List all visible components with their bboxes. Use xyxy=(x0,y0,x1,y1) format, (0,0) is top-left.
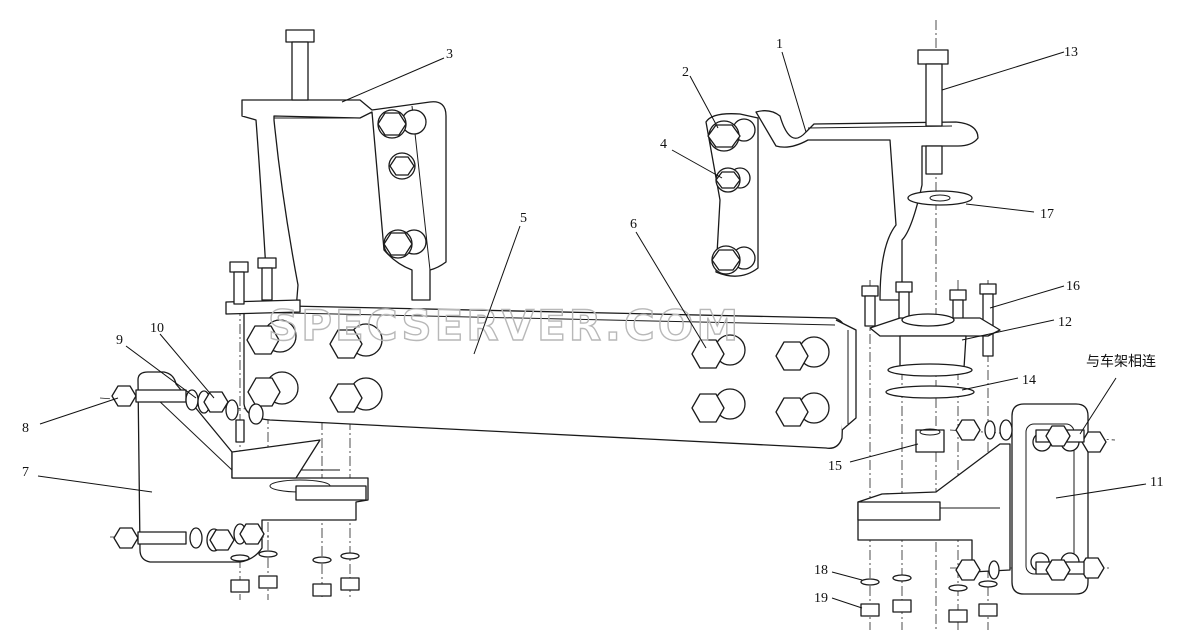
callout-10: 10 xyxy=(150,321,164,336)
right-side-bolts xyxy=(955,419,1107,581)
callout-7: 7 xyxy=(22,465,29,480)
leader-lines xyxy=(37,51,1147,609)
callout-5: 5 xyxy=(520,211,527,226)
callout-3: 3 xyxy=(446,47,453,62)
callout-1: 1 xyxy=(776,37,783,52)
callout-18: 18 xyxy=(814,563,828,578)
callout-8: 8 xyxy=(22,421,29,436)
rubber-mount-12 xyxy=(869,313,1001,377)
right-bottom-nuts xyxy=(860,574,998,623)
left-side-bolts-8-9-10 xyxy=(111,385,264,443)
link-plate-2-4 xyxy=(705,113,759,277)
beam-bolts-right xyxy=(691,334,830,427)
bolt-13 xyxy=(917,49,949,175)
callout-13: 13 xyxy=(1064,45,1078,60)
left-bottom-bolts xyxy=(113,523,265,552)
part-7-left-lower-bracket xyxy=(137,371,369,563)
callout-19: 19 xyxy=(814,591,828,606)
callout-4: 4 xyxy=(660,137,667,152)
beam-bolts-left xyxy=(246,319,383,413)
bolts-part-3 xyxy=(377,109,427,259)
callout-labels: 1 2 3 4 5 6 7 8 9 10 11 12 13 14 15 16 1… xyxy=(22,37,1163,606)
callout-6: 6 xyxy=(630,217,637,232)
frame-connection-note: 与车架相连 xyxy=(1086,353,1156,370)
washer-14 xyxy=(885,385,975,399)
watermark: SPECSERVER.COM xyxy=(268,301,741,350)
left-bottom-nuts xyxy=(230,550,360,597)
callout-16: 16 xyxy=(1066,279,1080,294)
bolt-3-top xyxy=(285,29,315,101)
callout-12: 12 xyxy=(1058,315,1072,330)
callout-15: 15 xyxy=(828,459,842,474)
callout-14: 14 xyxy=(1022,373,1036,388)
callout-11: 11 xyxy=(1150,475,1163,490)
callout-9: 9 xyxy=(116,333,123,348)
part-11-right-lower-bracket xyxy=(857,443,1011,573)
left-flange-bolts xyxy=(225,257,301,315)
washer-17 xyxy=(907,190,973,206)
callout-2: 2 xyxy=(682,65,689,80)
nut-15 xyxy=(915,428,945,453)
callout-17: 17 xyxy=(1040,207,1054,222)
